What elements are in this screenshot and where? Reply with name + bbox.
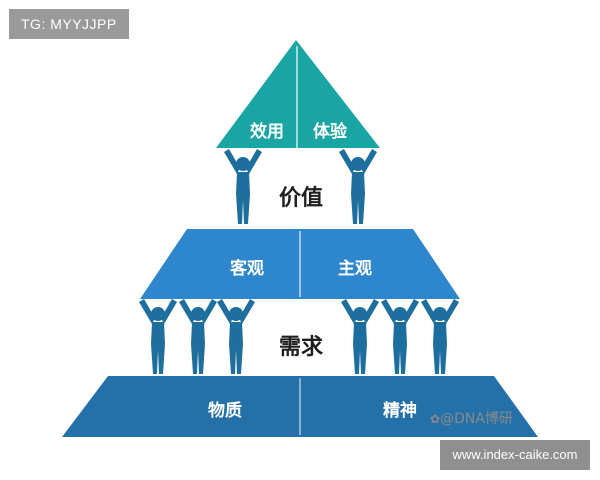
- url-box: www.index-caike.com: [440, 440, 590, 470]
- person-icon: [139, 299, 177, 374]
- person-icon: [217, 299, 255, 374]
- connector-lower-label: 需求: [279, 335, 323, 360]
- person-icon: [381, 299, 419, 374]
- middle-tier-left-label: 客观: [229, 258, 264, 279]
- top-tier-left-label: 效用: [250, 121, 284, 142]
- person-icon: [224, 149, 262, 224]
- person-icon: [341, 299, 379, 374]
- middle-tier-right-label: 主观: [338, 258, 372, 279]
- person-icon: [179, 299, 217, 374]
- top-tier-right-label: 体验: [313, 121, 348, 142]
- bottom-tier-left-label: 物质: [208, 400, 242, 421]
- overlay-tag: TG: MYYJJPP: [9, 9, 129, 39]
- bottom-tier-right-label: 精神: [383, 400, 417, 421]
- paw-icon: ✿: [430, 412, 441, 426]
- person-icon: [339, 149, 377, 224]
- connector-upper-label: 价值: [279, 185, 323, 211]
- watermark: ✿@DNA博研: [430, 408, 513, 428]
- person-icon: [421, 299, 459, 374]
- top-tier-shape: [216, 40, 380, 148]
- watermark-text: @DNA博研: [440, 411, 513, 427]
